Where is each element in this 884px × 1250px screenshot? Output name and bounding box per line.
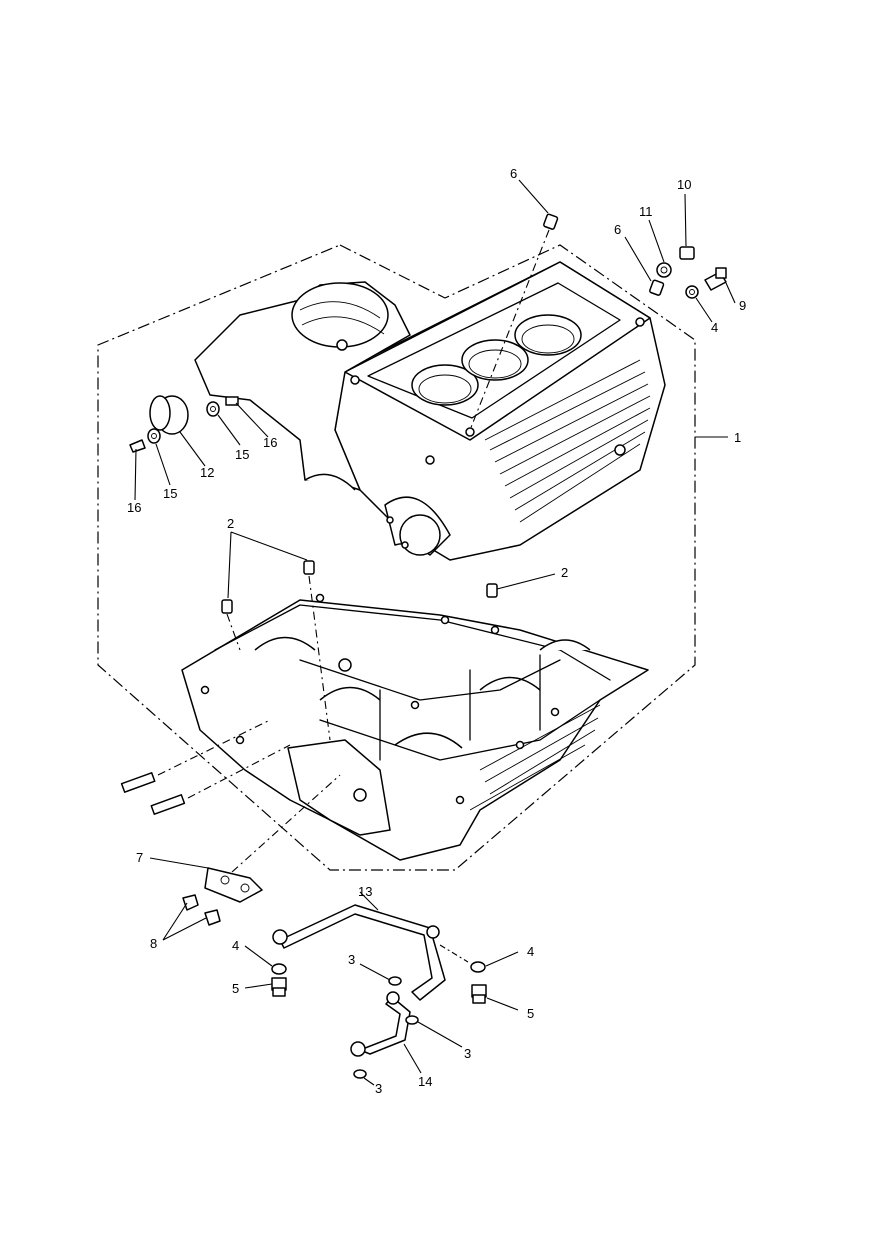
callout-14: 14 xyxy=(418,1074,432,1089)
callout-4: 4 xyxy=(711,320,718,335)
callout-13: 13 xyxy=(358,884,372,899)
callout-15: 15 xyxy=(235,447,249,462)
callout-6: 6 xyxy=(614,222,621,237)
blanking-plate xyxy=(182,774,341,926)
lower-crankcase xyxy=(181,593,649,861)
callout-15: 15 xyxy=(163,486,177,501)
callout-3: 3 xyxy=(464,1046,471,1061)
callout-10: 10 xyxy=(677,177,691,192)
callout-11: 11 xyxy=(639,204,653,219)
callout-9: 9 xyxy=(739,298,746,313)
callout-16: 16 xyxy=(263,435,277,450)
left-cover-fasteners xyxy=(129,395,239,453)
callout-labels: 1 2 2 3 3 3 4 4 4 5 5 6 6 7 8 9 10 11 12… xyxy=(127,166,746,1096)
callout-4: 4 xyxy=(232,938,239,953)
leader-lines xyxy=(134,179,736,1086)
callout-6: 6 xyxy=(510,166,517,181)
callout-16: 16 xyxy=(127,500,141,515)
assembly-boundary xyxy=(97,244,728,871)
upper-crankcase xyxy=(194,261,666,561)
callout-3: 3 xyxy=(348,952,355,967)
callout-5: 5 xyxy=(232,981,239,996)
callout-4: 4 xyxy=(527,944,534,959)
callout-2: 2 xyxy=(227,516,234,531)
callout-8: 8 xyxy=(150,936,157,951)
callout-2: 2 xyxy=(561,565,568,580)
crankcase-studs xyxy=(120,719,291,815)
callout-1: 1 xyxy=(734,430,741,445)
callout-7: 7 xyxy=(136,850,143,865)
callout-5: 5 xyxy=(527,1006,534,1021)
dowels xyxy=(221,213,665,741)
oil-pipes xyxy=(271,904,487,1079)
oil-gallery-plugs xyxy=(656,246,727,299)
callout-3: 3 xyxy=(375,1081,382,1096)
callout-12: 12 xyxy=(200,465,214,480)
